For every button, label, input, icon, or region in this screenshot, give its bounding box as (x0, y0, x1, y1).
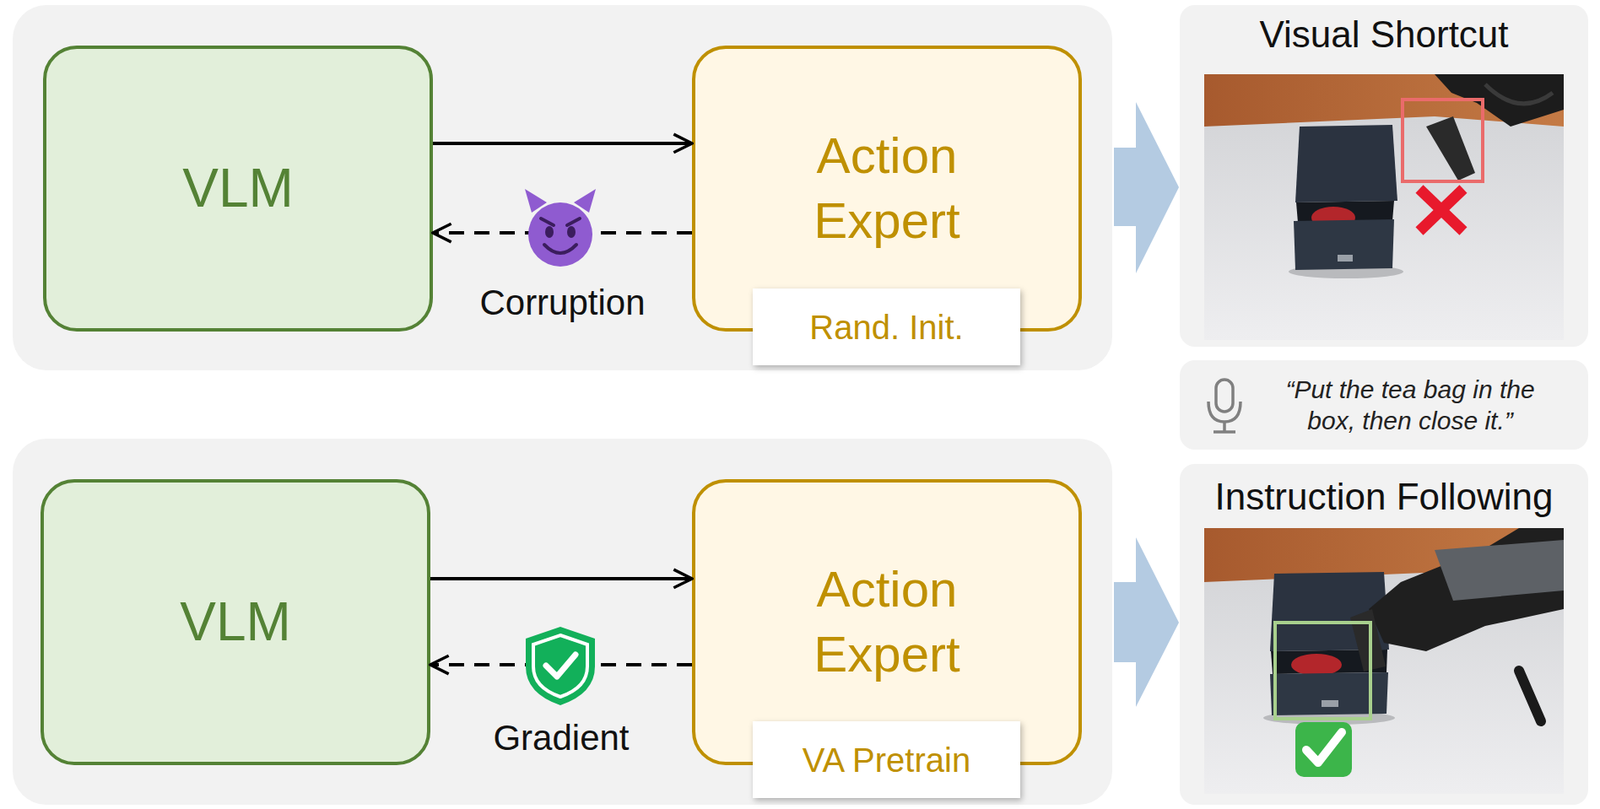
robot-arm (1368, 528, 1564, 652)
node-text: VLM (182, 157, 294, 221)
devil-icon (524, 189, 596, 267)
model-box: VLM (40, 479, 431, 766)
microphone-icon (1208, 379, 1241, 433)
drawer-handle (1337, 254, 1353, 262)
model-box: Action ExpertVA Pretrain (691, 479, 1082, 766)
highlight-box (1275, 622, 1371, 719)
fail-cross (1419, 189, 1464, 232)
tea-bag (1291, 654, 1342, 676)
robot-photo (1204, 528, 1564, 795)
microphone-icon (1222, 421, 1227, 433)
edge-label: Corruption (479, 282, 645, 324)
init-tag: VA Pretrain (752, 721, 1021, 799)
photo-wall (1204, 74, 1564, 341)
node-text: Visual Shortcut (1259, 13, 1509, 57)
node-text: VLM (179, 591, 292, 655)
group-panel (12, 5, 1113, 371)
box-lid (1295, 124, 1398, 203)
highlight-box (1402, 99, 1483, 182)
marker-pen (1518, 670, 1541, 722)
node-text: VA Pretrain (802, 740, 971, 780)
shield-icon (525, 627, 595, 706)
model-box: Action ExpertRand. Init. (691, 45, 1082, 332)
drawer-front (1293, 219, 1395, 271)
flow-arrow (432, 141, 692, 146)
drawer-handle (1321, 700, 1339, 708)
success-check (1295, 722, 1352, 778)
shield-ring (533, 635, 588, 698)
node-text: “Put the tea bag in the box, then close … (1266, 373, 1554, 438)
devil-brow (567, 218, 580, 226)
devil-smile (544, 244, 577, 254)
group-panel (12, 438, 1113, 806)
photo-table (1204, 116, 1564, 341)
edge-label: Gradient (492, 718, 629, 759)
node-text: Rand. Init. (809, 308, 963, 347)
fail-cross (1419, 189, 1464, 232)
microphone-icon (1208, 401, 1241, 422)
success-check (1306, 732, 1342, 763)
robot-cable (1485, 84, 1553, 104)
robot-photo (1204, 74, 1564, 341)
gripper-finger (1426, 116, 1476, 181)
devil-face (528, 202, 593, 267)
init-tag: Rand. Init. (752, 288, 1021, 366)
shield-check (545, 654, 576, 677)
robot-joint (1434, 540, 1564, 601)
gripper-finger (1350, 609, 1386, 672)
node-text: Action Expert (760, 124, 1014, 255)
microphone-icon (1213, 430, 1236, 434)
devil-brow (540, 218, 554, 226)
connector-layer (430, 143, 692, 665)
devil-eye (545, 226, 554, 238)
devil-eye (567, 226, 576, 238)
flow-arrow (430, 577, 692, 581)
result-arrow (1113, 102, 1179, 274)
microphone-icon (1216, 379, 1233, 412)
shield-body (525, 627, 595, 706)
result-arrow (1113, 537, 1179, 708)
model-box: VLM (43, 45, 433, 332)
node-text: Action Expert (760, 557, 1014, 688)
photo-wall (1204, 528, 1564, 795)
node-text: Instruction Following (1214, 475, 1553, 519)
